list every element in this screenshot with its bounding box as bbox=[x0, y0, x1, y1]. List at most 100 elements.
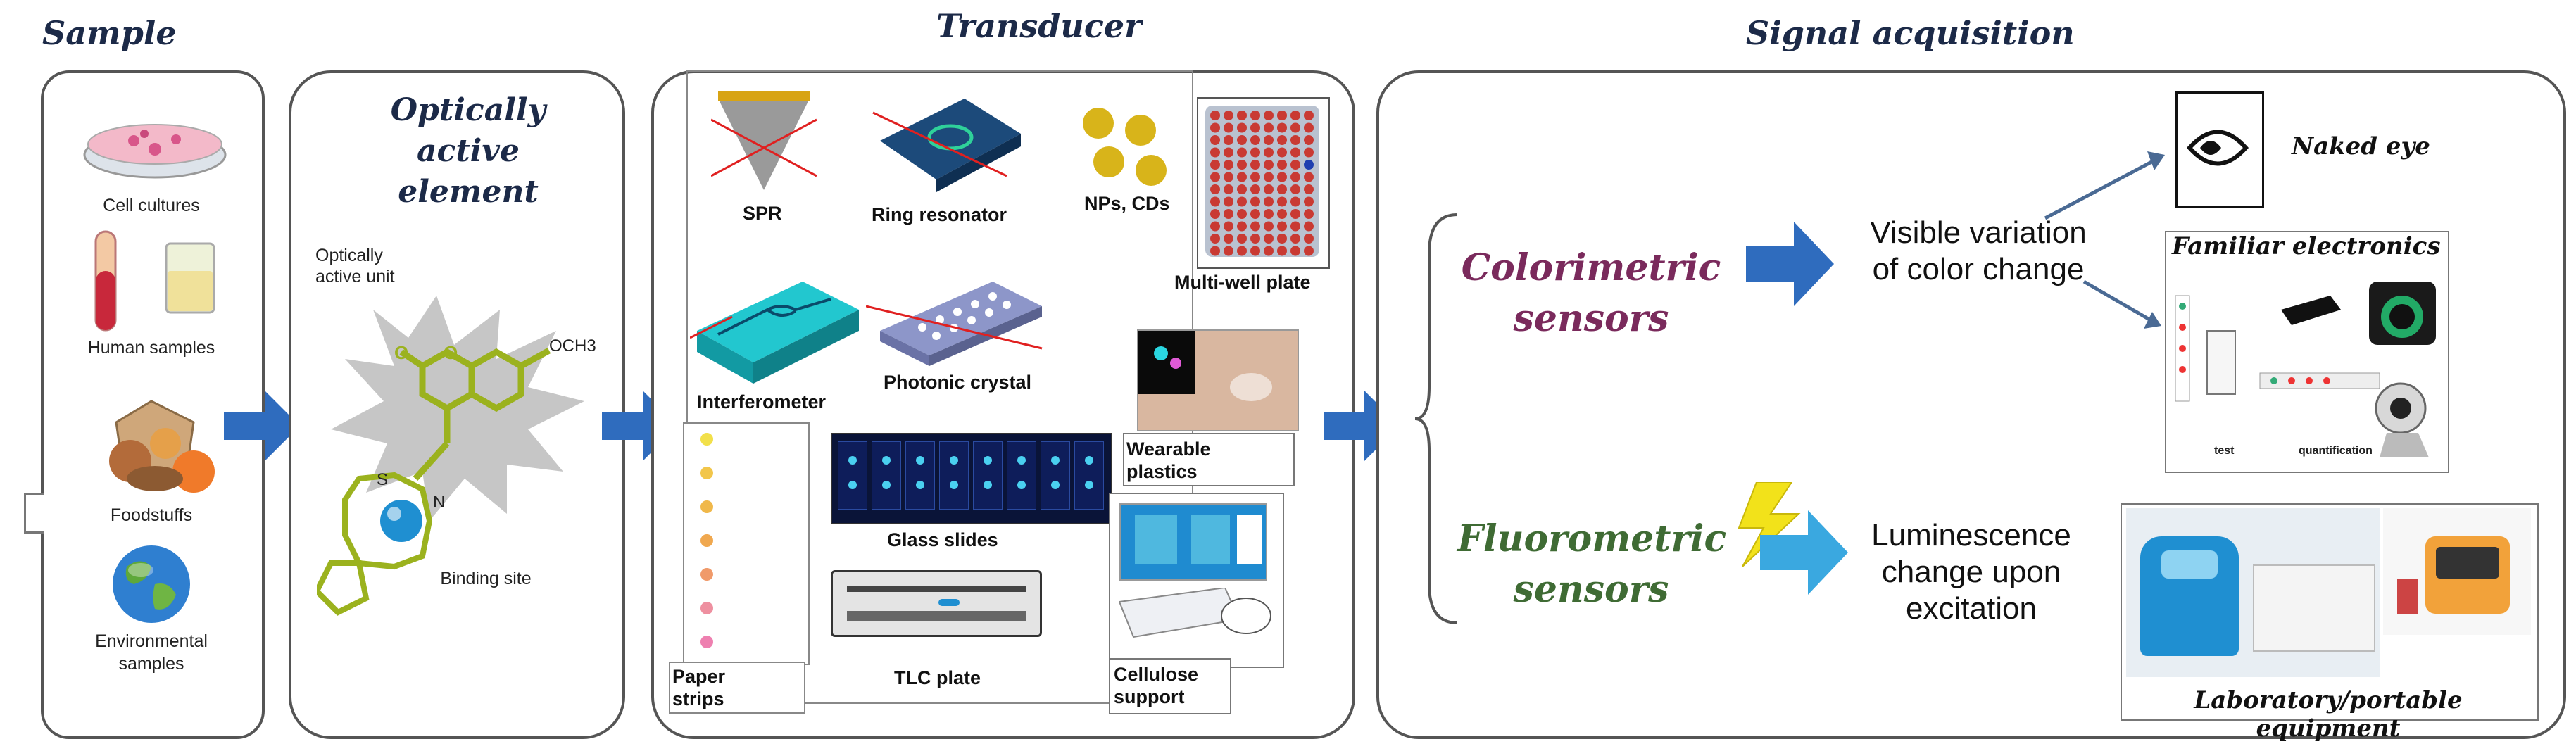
well bbox=[1304, 221, 1314, 232]
well bbox=[1290, 196, 1300, 207]
well bbox=[1210, 111, 1220, 120]
molecule-diagram bbox=[317, 296, 584, 616]
test-tube-icon bbox=[94, 230, 117, 332]
multiwell-plate-icon bbox=[1205, 106, 1319, 257]
well bbox=[1210, 196, 1220, 207]
color-catcher-icon bbox=[1119, 588, 1271, 638]
well bbox=[1224, 122, 1233, 133]
well bbox=[1290, 172, 1300, 182]
cellulose-label: Cellulose support bbox=[1114, 664, 1199, 707]
well bbox=[1264, 135, 1274, 145]
well bbox=[1250, 111, 1260, 120]
well bbox=[1277, 135, 1287, 145]
nanoparticles-icon bbox=[1083, 108, 1167, 186]
well bbox=[1224, 172, 1233, 182]
well bbox=[1304, 184, 1314, 194]
cellulose-label-box bbox=[1109, 658, 1231, 714]
interferometer-icon bbox=[690, 282, 859, 384]
well bbox=[1277, 147, 1287, 158]
well bbox=[1210, 246, 1220, 256]
well bbox=[1250, 135, 1260, 145]
well bbox=[1210, 209, 1220, 219]
section-title-sample: Sample bbox=[42, 14, 177, 52]
sample-label-environmental: Environmental samples bbox=[95, 631, 208, 674]
well bbox=[1224, 111, 1233, 120]
well bbox=[1290, 184, 1300, 194]
quantification-label: quantification bbox=[2299, 445, 2373, 457]
binding-site-label: Binding site bbox=[440, 569, 532, 588]
well bbox=[1277, 209, 1287, 219]
glass-slide bbox=[838, 441, 867, 510]
well bbox=[1264, 221, 1274, 232]
well bbox=[1304, 172, 1314, 182]
well bbox=[1304, 246, 1314, 256]
well bbox=[1224, 160, 1233, 170]
well bbox=[1264, 246, 1274, 256]
well bbox=[1304, 111, 1314, 120]
well bbox=[1250, 196, 1260, 207]
well bbox=[1277, 172, 1287, 182]
well bbox=[1304, 234, 1314, 244]
fluorometric-arrow bbox=[1760, 510, 1848, 595]
well bbox=[1304, 160, 1314, 170]
curly-brace bbox=[1415, 213, 1458, 624]
well bbox=[1237, 184, 1247, 194]
well bbox=[1237, 246, 1247, 256]
oxygen-label-1: O bbox=[394, 342, 409, 363]
photonic-crystal-label: Photonic crystal bbox=[884, 372, 1032, 393]
glass-slide bbox=[1074, 441, 1104, 510]
interferometer-label: Interferometer bbox=[697, 391, 827, 412]
well bbox=[1264, 147, 1274, 158]
sample-label-human-samples: Human samples bbox=[87, 338, 215, 358]
glass-slide bbox=[1041, 441, 1070, 510]
well bbox=[1290, 135, 1300, 145]
well bbox=[1250, 221, 1260, 232]
food-icon bbox=[109, 400, 215, 493]
well bbox=[1290, 111, 1300, 120]
well bbox=[1290, 209, 1300, 219]
well bbox=[1290, 221, 1300, 232]
spr-icon bbox=[711, 91, 817, 190]
colorimetric-label: Colorimetric sensors bbox=[1461, 246, 1721, 340]
well bbox=[1264, 184, 1274, 194]
well bbox=[1264, 160, 1274, 170]
eye-icon bbox=[2186, 130, 2249, 166]
sample-label-cell-cultures: Cell cultures bbox=[103, 196, 200, 215]
well bbox=[1224, 246, 1233, 256]
well bbox=[1237, 111, 1247, 120]
well bbox=[1224, 196, 1233, 207]
well bbox=[1264, 234, 1274, 244]
familiar-electronics-label: Familiar electronics bbox=[2172, 232, 2441, 260]
multiwell-label: Multi-well plate bbox=[1174, 272, 1311, 293]
lab-equipment-image bbox=[2126, 508, 2380, 677]
glass-slides-image bbox=[831, 433, 1112, 524]
well bbox=[1224, 209, 1233, 219]
well bbox=[1277, 246, 1287, 256]
well bbox=[1224, 184, 1233, 194]
ring-resonator-label: Ring resonator bbox=[872, 204, 1007, 225]
well bbox=[1277, 196, 1287, 207]
naked-eye-arrow bbox=[2044, 151, 2165, 220]
well bbox=[1304, 135, 1314, 145]
well bbox=[1250, 172, 1260, 182]
well bbox=[1210, 147, 1220, 158]
well bbox=[1224, 147, 1233, 158]
well bbox=[1264, 122, 1274, 133]
paper-strips-label: Paper strips bbox=[672, 666, 726, 709]
well bbox=[1277, 122, 1287, 133]
cellulose-image bbox=[1119, 503, 1267, 581]
well bbox=[1304, 147, 1314, 158]
well bbox=[1250, 122, 1260, 133]
well bbox=[1250, 147, 1260, 158]
well bbox=[1277, 221, 1287, 232]
visible-variation-text: Visible variation of color change bbox=[1870, 215, 2087, 286]
fluorometric-label: Fluorometric sensors bbox=[1457, 517, 1727, 611]
well bbox=[1237, 135, 1247, 145]
wearable-label: Wearable plastics bbox=[1126, 438, 1211, 482]
well bbox=[1237, 209, 1247, 219]
nitrogen-label: N bbox=[433, 493, 446, 512]
well bbox=[1224, 135, 1233, 145]
well bbox=[1237, 160, 1247, 170]
well bbox=[1210, 221, 1220, 232]
well bbox=[1290, 234, 1300, 244]
